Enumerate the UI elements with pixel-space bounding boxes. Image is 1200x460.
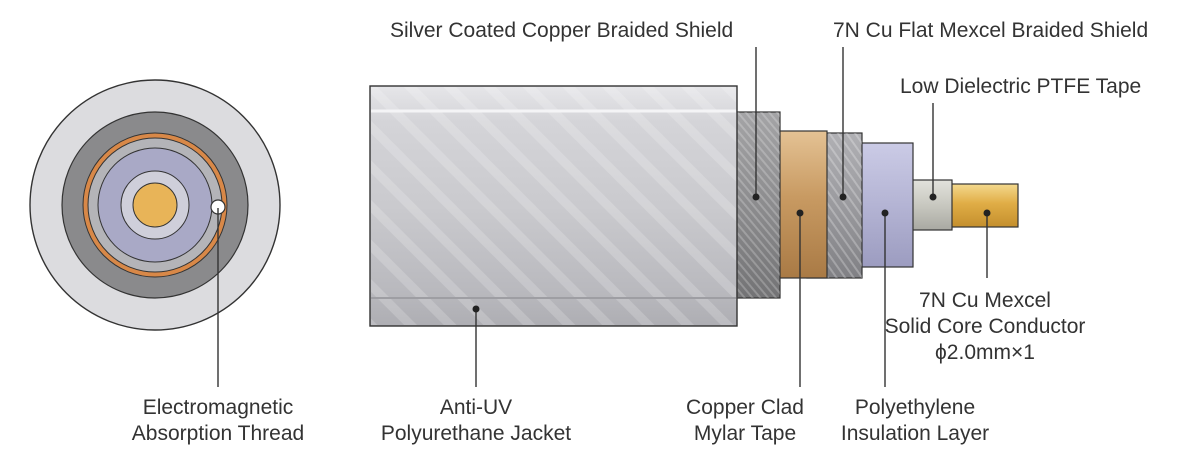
label-em-thread-line-1: Electromagnetic xyxy=(142,396,294,419)
label-em-thread: Electromagnetic Absorption Thread xyxy=(118,395,318,447)
label-em-thread-line-2: Absorption Thread xyxy=(131,422,305,445)
dot-flat-shield xyxy=(839,193,847,201)
label-silver-shield: Silver Coated Copper Braided Shield xyxy=(390,18,733,44)
label-insulation-line-1: Polyethylene xyxy=(854,396,976,419)
side-conductor xyxy=(939,183,1019,228)
dot-jacket xyxy=(472,305,480,313)
label-mylar-line-1: Copper Clad xyxy=(686,396,804,419)
dot-conductor xyxy=(983,209,991,217)
label-conductor-line-2: Solid Core Conductor xyxy=(884,315,1086,338)
label-conductor-line-3: ϕ2.0mm×1 xyxy=(935,341,1035,364)
leader-dots xyxy=(472,193,991,313)
label-insulation-line-2: Insulation Layer xyxy=(840,422,990,445)
label-jacket: Anti-UV Polyurethane Jacket xyxy=(366,395,586,447)
label-ptfe-tape: Low Dielectric PTFE Tape xyxy=(900,74,1141,100)
cross-conductor xyxy=(132,182,178,228)
dot-ptfe-tape xyxy=(929,193,937,201)
label-mylar-line-2: Mylar Tape xyxy=(693,422,797,445)
label-conductor: 7N Cu Mexcel Solid Core Conductor ϕ2.0mm… xyxy=(885,288,1086,366)
leader-lines xyxy=(217,47,988,387)
cable-side-view xyxy=(369,85,1019,327)
dot-insulation xyxy=(881,209,889,217)
label-flat-shield-text: 7N Cu Flat Mexcel Braided Shield xyxy=(833,19,1149,42)
label-jacket-line-1: Anti-UV xyxy=(439,396,513,419)
label-silver-shield-text: Silver Coated Copper Braided Shield xyxy=(390,19,734,42)
dot-silver-shield xyxy=(752,193,760,201)
label-flat-shield: 7N Cu Flat Mexcel Braided Shield xyxy=(833,18,1148,44)
label-ptfe-tape-text: Low Dielectric PTFE Tape xyxy=(900,75,1142,98)
label-jacket-line-2: Polyurethane Jacket xyxy=(380,422,572,445)
label-mylar: Copper Clad Mylar Tape xyxy=(670,395,820,447)
dot-mylar xyxy=(796,209,804,217)
label-conductor-line-1: 7N Cu Mexcel xyxy=(919,289,1051,312)
cross-section xyxy=(29,79,281,331)
label-insulation: Polyethylene Insulation Layer xyxy=(825,395,1005,447)
side-jacket-texture xyxy=(371,87,736,325)
